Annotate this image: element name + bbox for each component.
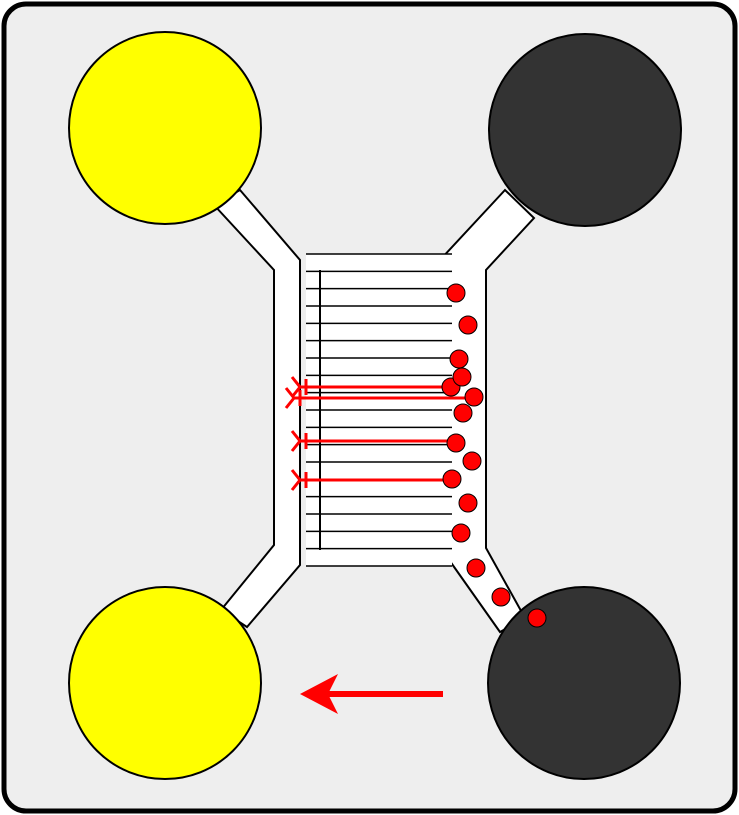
- cell: [449, 349, 469, 369]
- reservoir-bottom-left: [68, 586, 262, 780]
- reservoir-top-left: [68, 31, 262, 225]
- cell: [446, 283, 466, 303]
- axon: [284, 387, 470, 409]
- axon: [290, 430, 452, 452]
- cell: [451, 523, 471, 543]
- left-channel: [212, 188, 301, 629]
- cell: [442, 469, 462, 489]
- cell: [466, 558, 486, 578]
- cell: [462, 451, 482, 471]
- reservoir-bottom-right: [487, 586, 681, 780]
- cell-group: [441, 283, 547, 628]
- cell: [464, 387, 484, 407]
- axon-growth-cone: [290, 376, 302, 398]
- cell: [452, 367, 472, 387]
- cell: [458, 315, 478, 335]
- cell: [458, 493, 478, 513]
- axon-group: [284, 376, 470, 491]
- axon-growth-cone: [290, 469, 302, 491]
- cell: [491, 587, 511, 607]
- axon-growth-cone: [290, 430, 302, 452]
- cell: [527, 608, 547, 628]
- axon-growth-cone: [284, 387, 296, 409]
- cell: [446, 433, 466, 453]
- microchannel-array: [306, 253, 452, 567]
- axon: [290, 376, 448, 398]
- left-arrow-icon: [300, 674, 443, 714]
- cell: [453, 403, 473, 423]
- axon: [290, 469, 450, 491]
- reservoir-top-right: [488, 33, 682, 227]
